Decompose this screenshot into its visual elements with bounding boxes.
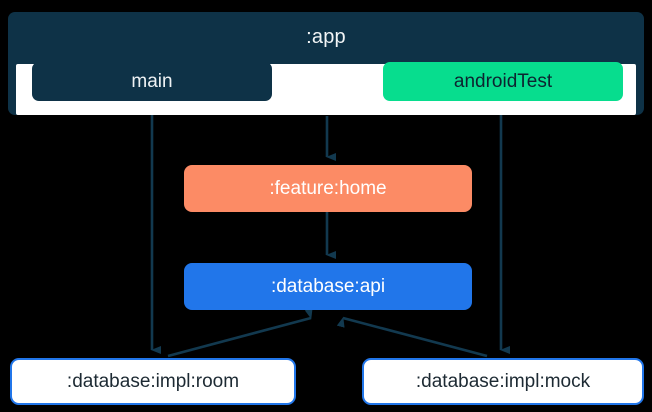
node-database-api-label: :database:api xyxy=(270,275,386,297)
node-database-api[interactable]: :database:api xyxy=(184,263,472,310)
source-set-androidtest-label: androidTest xyxy=(453,70,553,92)
node-database-impl-room-label: :database:impl:room xyxy=(66,370,240,392)
node-database-impl-mock[interactable]: :database:impl:mock xyxy=(362,358,644,405)
node-feature-home-label: :feature:home xyxy=(269,177,387,199)
node-database-impl-room[interactable]: :database:impl:room xyxy=(10,358,296,405)
source-set-main[interactable]: main xyxy=(32,62,272,101)
source-set-main-label: main xyxy=(131,70,173,92)
node-feature-home[interactable]: :feature:home xyxy=(184,165,472,212)
node-database-impl-mock-label: :database:impl:mock xyxy=(415,370,591,392)
source-set-androidtest[interactable]: androidTest xyxy=(383,62,623,101)
cluster-app-title: :app xyxy=(306,26,346,48)
